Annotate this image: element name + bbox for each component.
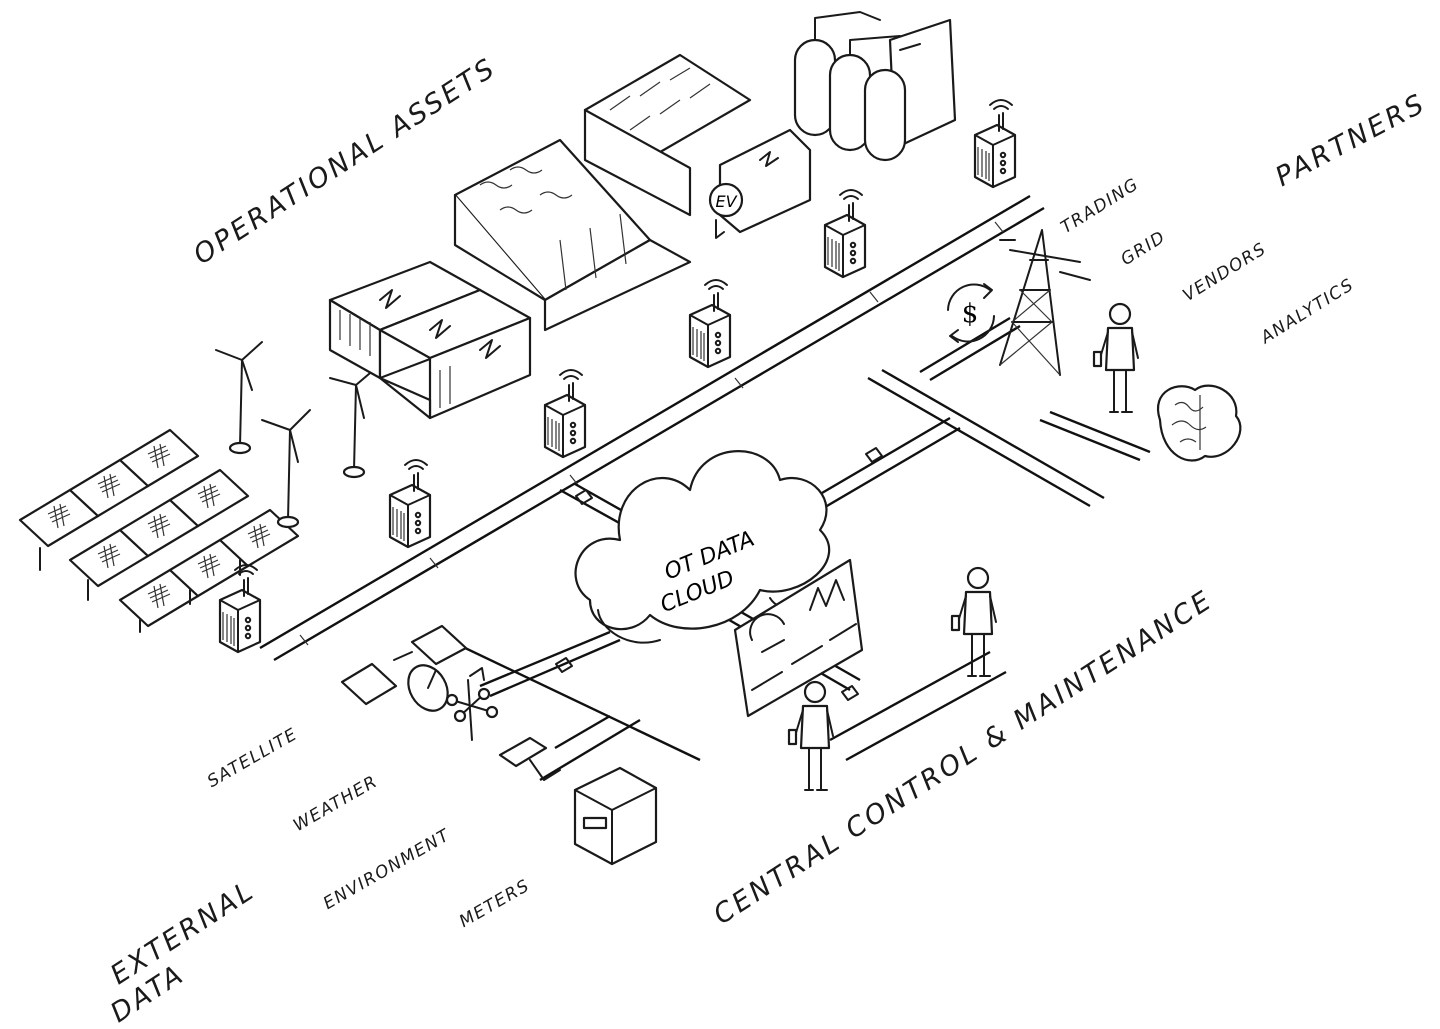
battery-container-icon	[328, 260, 532, 420]
rooftop-solar-icon	[583, 53, 752, 217]
satellite-dish-icon	[340, 624, 468, 712]
camera-icon	[498, 736, 561, 781]
ot-data-cloud: OT DATA CLOUD	[574, 450, 831, 644]
dashboard-screen-icon	[733, 558, 864, 718]
brain-icon	[1157, 384, 1242, 462]
main-data-bus	[259, 194, 1045, 662]
transmission-tower-icon	[999, 229, 1091, 376]
hydro-dam-icon	[453, 138, 692, 332]
dollar-exchange-icon: $	[947, 283, 995, 343]
gas-tank-plant-icon	[793, 11, 957, 162]
control-bus	[829, 650, 1007, 762]
solar-panel-array-icon	[18, 428, 300, 633]
wind-turbine-icon	[215, 341, 377, 529]
external-bus	[439, 634, 701, 782]
cloud-links	[479, 416, 961, 701]
partners-bus	[867, 316, 1151, 508]
ev-label: EV	[715, 192, 737, 211]
worker-icon	[1092, 302, 1140, 414]
meter-box-icon	[573, 766, 658, 866]
anemometer-icon	[445, 667, 499, 741]
dollar-sign: $	[962, 299, 979, 329]
ev-charger-icon: EV	[708, 128, 812, 239]
